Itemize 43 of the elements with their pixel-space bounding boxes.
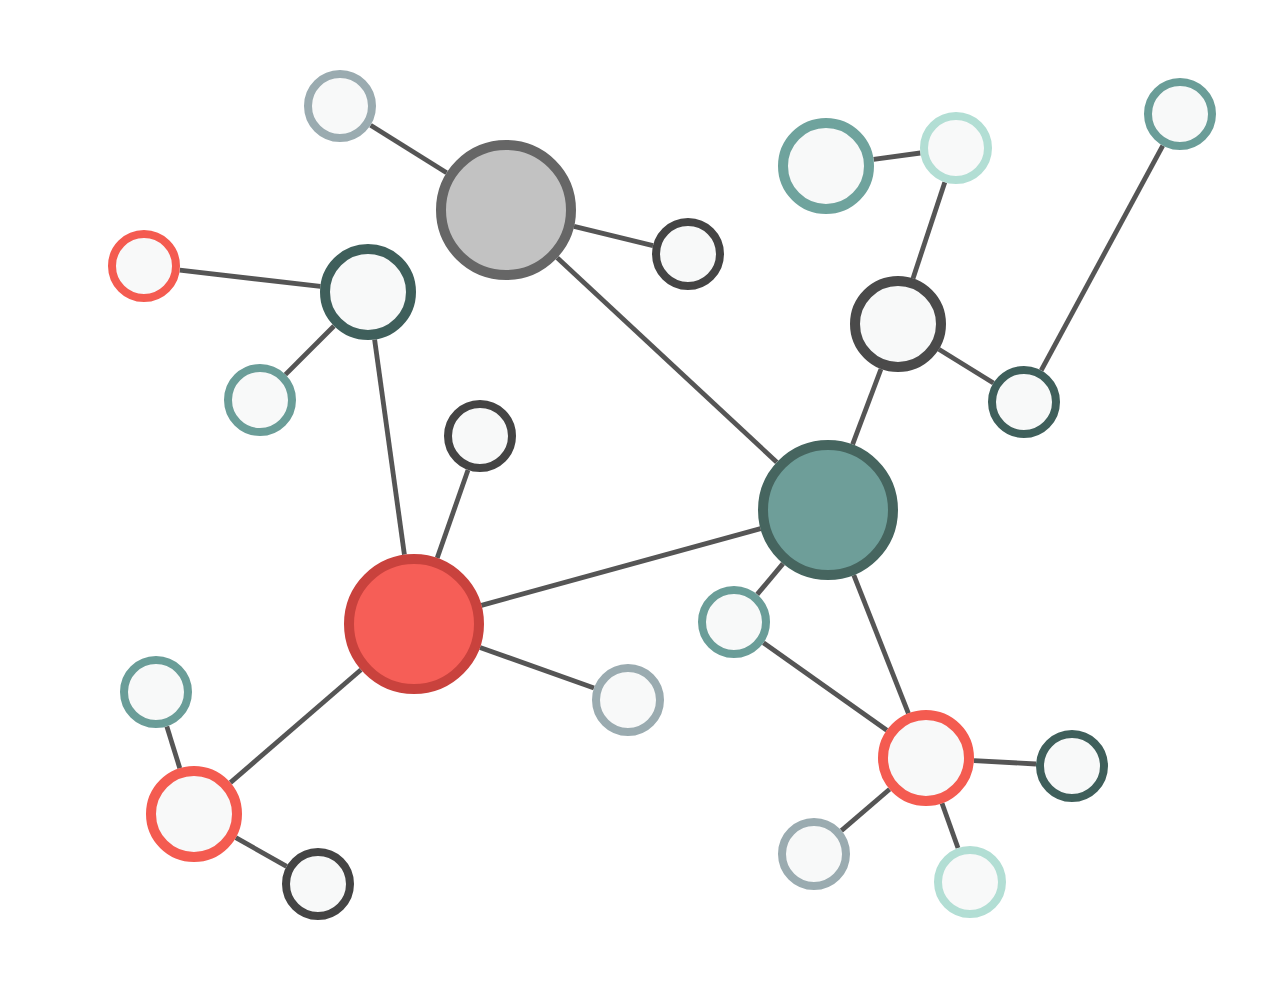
node-circle <box>778 818 850 890</box>
node-circle <box>320 244 416 340</box>
node-circle <box>652 218 724 290</box>
connector-line <box>555 256 779 464</box>
connector-line <box>873 150 921 162</box>
connector-line <box>573 224 654 248</box>
node-circle <box>878 710 974 806</box>
connector-line <box>755 562 785 596</box>
node-circle <box>146 766 242 862</box>
node-circle <box>120 656 192 728</box>
node-circle <box>592 664 664 736</box>
node-circle <box>224 364 296 436</box>
node-circle <box>444 400 516 472</box>
connector-line <box>973 758 1037 767</box>
connector-line <box>369 123 448 175</box>
connector-line <box>434 469 471 559</box>
connector-line <box>839 787 892 833</box>
connector-line <box>939 802 961 849</box>
connector-line <box>762 640 889 733</box>
connector-line <box>164 725 183 769</box>
node-circle <box>850 276 946 372</box>
node-circle <box>282 848 354 920</box>
node-circle <box>1144 78 1216 150</box>
connector-line <box>479 645 595 691</box>
connector-line <box>179 267 321 289</box>
connector-line <box>372 339 407 555</box>
connector-line <box>234 835 288 869</box>
connector-line <box>910 181 948 280</box>
node-circle <box>1036 730 1108 802</box>
connector-line <box>480 526 762 608</box>
connector-line <box>937 347 995 386</box>
connector-line <box>283 324 336 377</box>
node-circle <box>698 586 770 658</box>
node-circle <box>304 70 376 142</box>
node-circle <box>934 846 1006 918</box>
node-circle <box>778 118 874 214</box>
connector-line <box>228 668 363 785</box>
connector-line <box>850 368 884 446</box>
node-circle <box>920 112 992 184</box>
connector-line <box>851 574 911 715</box>
node-circle <box>988 366 1060 438</box>
connector-line <box>1039 144 1165 372</box>
node-circle <box>108 230 180 302</box>
